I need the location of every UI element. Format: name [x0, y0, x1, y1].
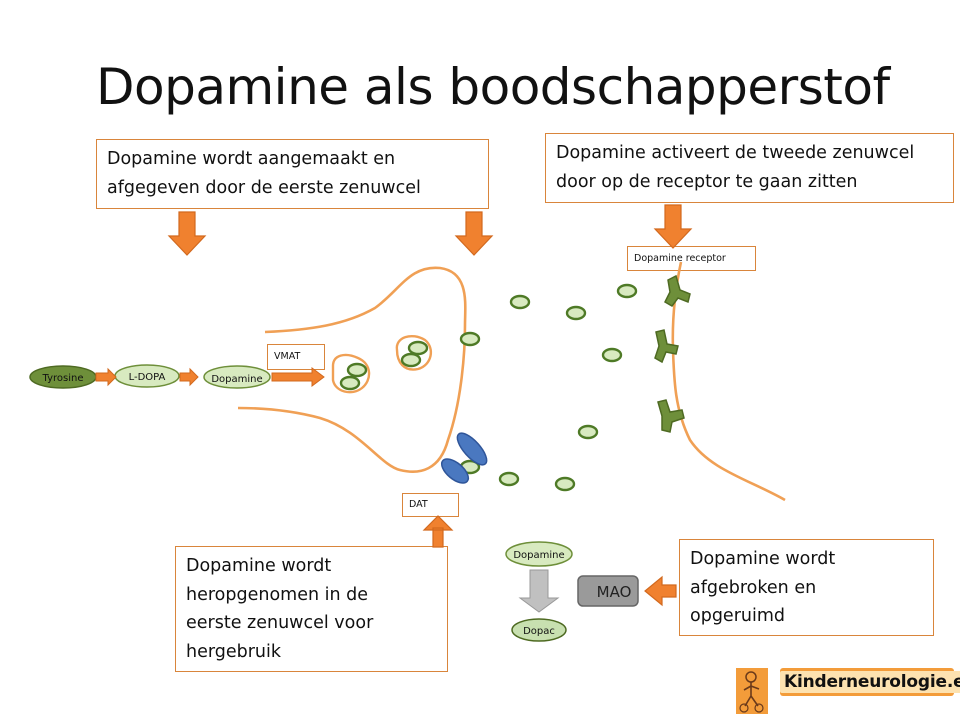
vesicle-3	[407, 340, 429, 356]
logo-text[interactable]: Kinderneurologie.eu	[780, 668, 960, 696]
activate-line-2: door op de receptor te gaan zitten	[556, 172, 858, 192]
gray-arrow-down-icon	[518, 569, 560, 613]
dopamine-label: Dopamine	[211, 374, 262, 385]
dopamine-node	[203, 365, 271, 389]
arrow-up-icon	[422, 515, 454, 548]
release-line-2: afgegeven door de eerste zenuwcel	[107, 178, 421, 198]
dat-transporters	[440, 432, 488, 484]
dopamine-molecule	[601, 347, 623, 363]
tyrosine-label: Tyrosine	[42, 373, 84, 384]
receptor-2	[654, 329, 679, 364]
vesicle-membrane-2	[395, 335, 433, 371]
dopamine-molecule	[565, 305, 587, 321]
postsynaptic-membrane	[671, 261, 786, 502]
activate-textbox: Dopamine activeert de tweede zenuwcel do…	[545, 133, 954, 203]
reuptake-line-4: hergebruik	[186, 641, 282, 662]
vesicle-1	[346, 362, 368, 378]
activate-line-1: Dopamine activeert de tweede zenuwcel	[556, 143, 915, 163]
dopamine-molecule	[577, 424, 599, 440]
logo-text-label: Kinderneurologie.eu	[780, 671, 960, 693]
dat-transporter-2	[440, 458, 470, 484]
dat-transporter-1	[456, 432, 488, 466]
arrow-down-icon	[167, 211, 207, 256]
dopamine-molecule	[459, 331, 481, 347]
vesicles	[339, 340, 429, 391]
dopamine-label-2: Dopamine	[513, 550, 564, 561]
receptor-3	[657, 399, 685, 433]
breakdown-line-3: opgeruimd	[690, 606, 785, 626]
vesicle-membrane-1	[331, 353, 371, 394]
mao-box	[577, 575, 639, 607]
release-line-1: Dopamine wordt aangemaakt en	[107, 149, 396, 169]
child-figure-icon	[739, 671, 764, 713]
page-title: Dopamine als boodschapperstof	[96, 58, 890, 116]
release-textbox: Dopamine wordt aangemaakt en afgegeven d…	[96, 139, 489, 209]
breakdown-line-1: Dopamine wordt	[690, 549, 836, 569]
dopamine-receptors	[654, 274, 691, 433]
arrow-right-icon	[95, 367, 117, 387]
vesicle-4	[400, 352, 422, 368]
receptor-label: Dopamine receptor	[627, 246, 756, 271]
dopamine-molecules	[459, 283, 638, 492]
dopamine-node-2	[505, 541, 573, 567]
ldopa-label: L-DOPA	[129, 372, 166, 383]
dopamine-molecule	[498, 471, 520, 487]
presynaptic-membrane	[237, 266, 467, 473]
dopac-node	[511, 618, 567, 642]
reuptake-textbox: Dopamine wordt heropgenomen in de eerste…	[175, 546, 448, 672]
receptor-1	[664, 274, 691, 307]
callout-arrows	[167, 204, 693, 607]
vmat-label: VMAT	[267, 344, 325, 370]
vesicle-2	[339, 375, 361, 391]
breakdown-line-2: afgebroken en	[690, 577, 817, 598]
dopamine-molecule	[554, 476, 576, 492]
arrow-right-icon	[271, 367, 325, 387]
reuptake-line-2: heropgenomen in de	[186, 584, 369, 605]
arrow-down-icon	[454, 211, 494, 256]
dat-label: DAT	[402, 493, 459, 517]
reuptake-line-3: eerste zenuwcel voor	[186, 613, 374, 633]
arrow-right-icon	[179, 367, 199, 387]
mao-label: MAO	[597, 583, 632, 601]
arrow-left-icon	[644, 575, 677, 607]
arrow-down-icon	[653, 204, 693, 249]
breakdown-textbox: Dopamine wordt afgebroken en opgeruimd	[679, 539, 934, 636]
synthesis-arrows	[95, 367, 325, 387]
dopac-label: Dopac	[523, 626, 555, 637]
dopamine-molecule	[509, 294, 531, 310]
dopamine-molecule	[616, 283, 638, 299]
reuptake-line-1: Dopamine wordt	[186, 556, 332, 576]
logo-mark	[736, 668, 768, 714]
